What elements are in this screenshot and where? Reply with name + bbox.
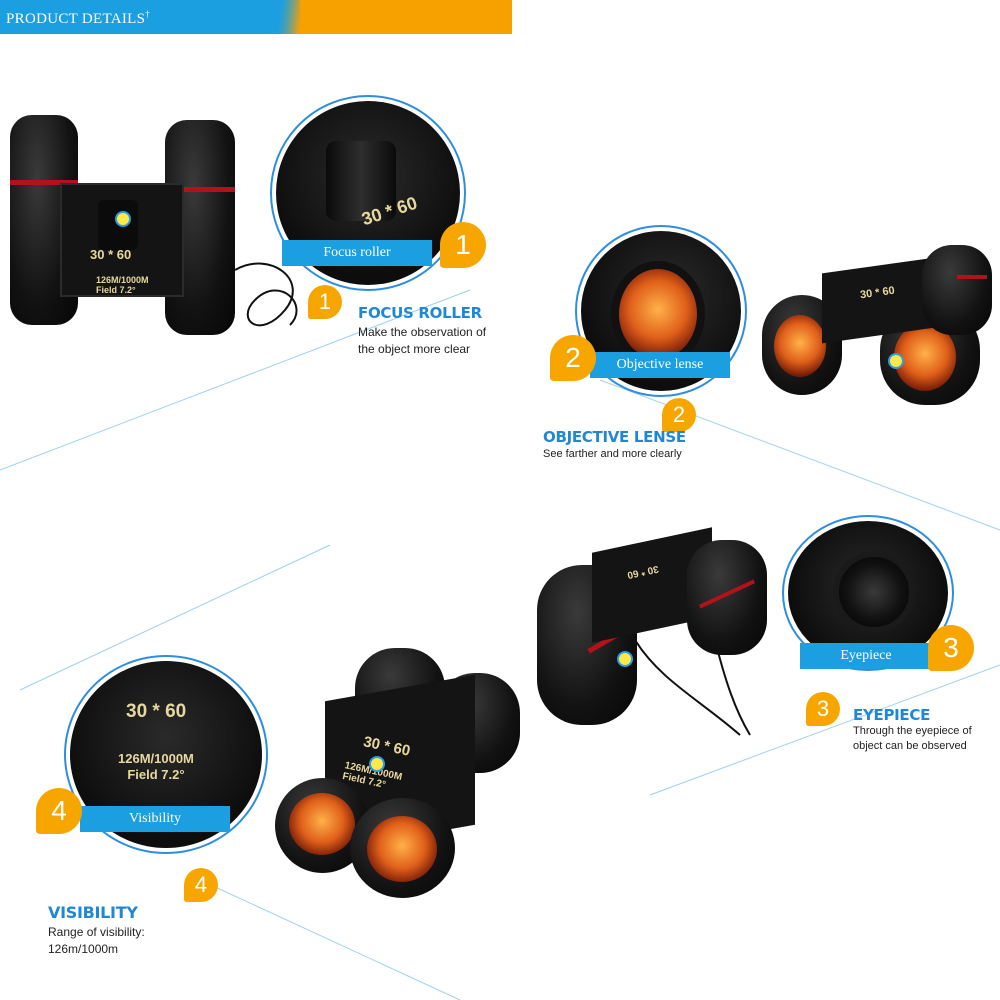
rear-red-ring [957, 275, 987, 279]
neck-strap [234, 262, 298, 327]
guide-line-4 [649, 664, 1000, 796]
badge-3: 3 [928, 625, 974, 671]
left-red-ring [10, 180, 78, 185]
guide-line-1 [0, 289, 471, 471]
binocular-objective-view: 30 * 60 [762, 235, 997, 405]
right-eyepiece-barrel [687, 540, 767, 655]
marker-dot-2 [888, 353, 904, 369]
badge-small-4: 4 [184, 868, 218, 902]
label-eyepiece: Eyepiece [800, 643, 932, 669]
feature-title-eyepiece: EYEPIECE [853, 706, 931, 724]
badge-2: 2 [550, 335, 596, 381]
binocular-eyepiece-view: 30 * 60 [537, 527, 772, 730]
rear-barrel [922, 245, 992, 335]
feature-desc-objective-lense: See farther and more clearly [543, 448, 682, 460]
roller-closeup [326, 141, 396, 221]
label-visibility: Visibility [80, 806, 230, 832]
right-red-ring [165, 187, 235, 192]
feature-title-objective-lense: OBJECTIVE LENSE [543, 428, 686, 446]
badge-4: 4 [36, 788, 82, 834]
eyepiece-closeup [833, 551, 915, 633]
feature-desc-eyepiece: Through the eyepiece of object can be ob… [853, 725, 972, 752]
header-blue-band [0, 0, 300, 34]
badge-small-1: 1 [308, 285, 342, 319]
guide-line-3 [19, 544, 331, 691]
label-focus-roller: Focus roller [282, 240, 432, 266]
left-objective-lens [774, 315, 826, 377]
eyepiece-strap [634, 640, 751, 736]
bottom-right-lens [367, 816, 437, 882]
feature-title-visibility: VISIBILITY [48, 903, 138, 922]
label-objective-lense: Objective lense [590, 352, 730, 378]
marker-dot-3 [617, 651, 633, 667]
badge-small-3: 3 [806, 692, 840, 726]
header-title: PRODUCT DETAILS† [6, 9, 151, 27]
marker-dot-4 [369, 756, 385, 772]
marker-dot-1 [115, 211, 131, 227]
header-mark: † [145, 9, 151, 19]
spec-print: 30 * 60 [90, 247, 132, 262]
visibility-spec-print: 30 * 60 [126, 701, 187, 722]
badge-small-2: 2 [662, 398, 696, 432]
eyepiece-photo [788, 521, 948, 665]
feature-title-focus-roller: FOCUS ROLLER [358, 304, 482, 322]
bottom-left-lens [289, 793, 355, 855]
guide-line-5 [199, 879, 461, 1000]
header-banner [0, 0, 512, 34]
feature-desc-visibility: Range of visibility: 126m/1000m [48, 925, 145, 956]
badge-1: 1 [440, 222, 486, 268]
feature-desc-focus-roller: Make the observation of the object more … [358, 325, 487, 356]
